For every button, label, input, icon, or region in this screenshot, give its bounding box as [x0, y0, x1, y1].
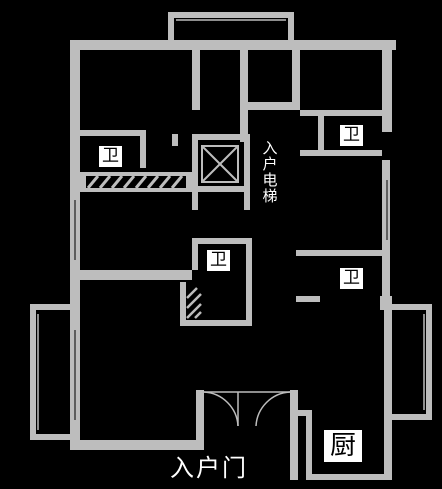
walls — [30, 12, 432, 480]
window-marks — [74, 180, 388, 420]
bath-label-center: 卫 — [207, 250, 230, 271]
elevator-label: 入户电梯 — [262, 139, 278, 205]
entrance-door-label: 入户门 — [170, 454, 248, 482]
duct-hatch — [186, 287, 202, 319]
balcony-rails — [37, 19, 425, 430]
bath-label-west: 卫 — [99, 146, 122, 167]
elevator-car — [201, 145, 239, 183]
kitchen-label: 厨 — [324, 430, 363, 462]
bath-label-northeast: 卫 — [340, 125, 363, 146]
bath-label-east: 卫 — [340, 268, 363, 289]
hatch-lines — [86, 175, 184, 189]
entrance-door — [203, 391, 291, 427]
